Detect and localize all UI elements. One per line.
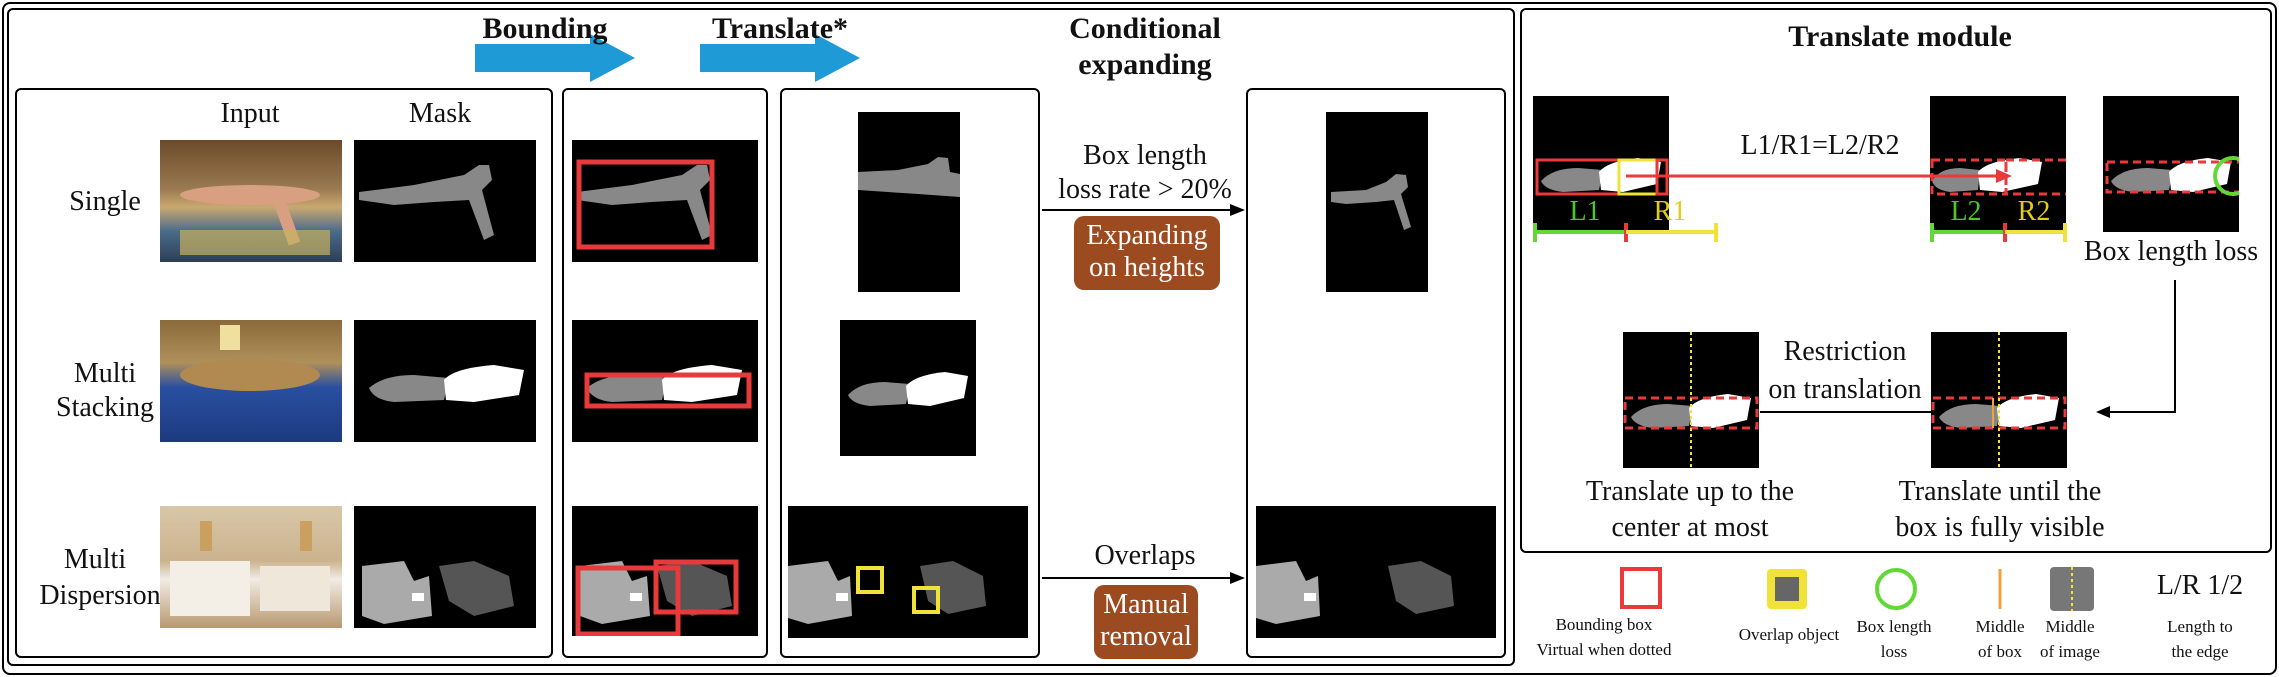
tm-left-caption-2: center at most (1611, 512, 1769, 543)
removal-line2: removal (1100, 621, 1192, 653)
row-single: Single (69, 186, 141, 217)
translate-arrow (700, 34, 860, 82)
tm-ratio: L1/R1=L2/R2 (1740, 130, 1900, 161)
mask-single (354, 140, 536, 262)
row-multi-dispersion-2: Dispersion (39, 580, 161, 611)
column-mask: Mask (408, 98, 472, 129)
tm-red-arrow-head (1996, 169, 2012, 183)
expand-arrow-head (1230, 204, 1245, 216)
tm-left-result (1623, 332, 1759, 468)
legend-lr-symbol: L/R 1/2 (2156, 570, 2244, 601)
overlap-arrow-head (1230, 572, 1245, 584)
legend-mid-img-2: of image (2040, 642, 2100, 661)
removal-line1: Manual (1103, 589, 1189, 620)
translate-single (858, 112, 960, 292)
column-input: Input (220, 98, 280, 129)
pipeline-panel (7, 8, 1515, 666)
tm-loss (2103, 96, 2259, 232)
step-arrows (475, 34, 860, 82)
translate-dispersion (788, 506, 1028, 638)
translate-panel (780, 88, 1040, 658)
legend-icons (1620, 567, 2094, 611)
tm-r2: R2 (2017, 196, 2051, 227)
legend-loss-1: Box length (1856, 617, 1932, 636)
tm-l1: L1 (1569, 196, 1601, 227)
input-photo-dispersion (160, 506, 342, 628)
bounding-panel (562, 88, 768, 658)
translate-stacking (840, 320, 976, 456)
tm-box-length-loss: Box length loss (2083, 236, 2259, 267)
tm-right-result (1931, 332, 2067, 468)
row-multi-stacking-1: Multi (73, 358, 137, 389)
input-mask-panel (15, 88, 553, 658)
legend-loss-icon (1875, 568, 1917, 610)
tm-arrows (1533, 169, 2176, 418)
tm-loss-arrow (2106, 280, 2176, 413)
bounding-stacking (572, 320, 758, 442)
legend-bbox-1: Bounding box (1555, 615, 1653, 634)
mask-stacking (354, 320, 536, 442)
input-photo-stacking (160, 320, 342, 442)
box-loss-line2: loss rate > 20% (1058, 174, 1232, 205)
tm-original (1533, 96, 1669, 232)
expanding-badge: Expanding on heights (1074, 216, 1220, 290)
tm-l2: L2 (1950, 196, 1982, 227)
bounding-single (572, 140, 758, 262)
legend-bbox-icon (1620, 567, 1662, 609)
bounding-dispersion (572, 506, 758, 637)
row-multi-stacking-2: Stacking (56, 392, 154, 423)
bounding-arrow (475, 34, 635, 82)
translate-module-title: Translate module (1788, 20, 2012, 53)
step-conditional-line1: Conditional (1069, 12, 1221, 45)
result-single (1326, 112, 1428, 292)
row-multi-dispersion-1: Multi (63, 544, 127, 575)
removal-badge: Manual removal (1094, 585, 1198, 659)
legend-overlap: Overlap object (1738, 625, 1840, 644)
translate-module-panel (1520, 8, 2272, 553)
result-dispersion (1256, 506, 1496, 638)
legend-mid-img-icon (2050, 567, 2094, 611)
tm-right-caption-1: Translate until the (1898, 476, 2102, 507)
box-loss-line1: Box length (1083, 140, 1207, 171)
step-conditional-line2: expanding (1078, 48, 1212, 81)
legend-lr-1: Length to (2167, 617, 2233, 636)
step-translate: Translate* (711, 12, 849, 45)
overlaps-label: Overlaps (1094, 540, 1196, 571)
legend-mid-box-2: of box (1978, 642, 2022, 661)
mask-dispersion (354, 506, 536, 628)
input-photo-single (160, 140, 342, 262)
tm-restriction-line1: Restriction (1783, 336, 1907, 367)
tm-left-caption-1: Translate up to the (1585, 476, 1795, 507)
expanding-line1: Expanding (1086, 220, 1208, 251)
result-panel (1246, 88, 1506, 658)
tm-shifted (1930, 96, 2070, 232)
tm-right-caption-2: box is fully visible (1895, 512, 2105, 543)
legend-mid-box-1: Middle (1975, 617, 2025, 636)
tm-r1: R1 (1653, 196, 1687, 227)
tm-restriction-line2: on translation (1768, 374, 1922, 405)
step-bounding: Bounding (482, 12, 608, 45)
legend-loss-2: loss (1880, 642, 1908, 661)
legend-mid-img-1: Middle (2045, 617, 2095, 636)
expanding-line2: on heights (1089, 252, 1205, 284)
legend-lr-2: the edge (2171, 642, 2229, 661)
conditional-arrows (1042, 204, 1245, 584)
legend-bbox-2: Virtual when dotted (1536, 640, 1672, 659)
